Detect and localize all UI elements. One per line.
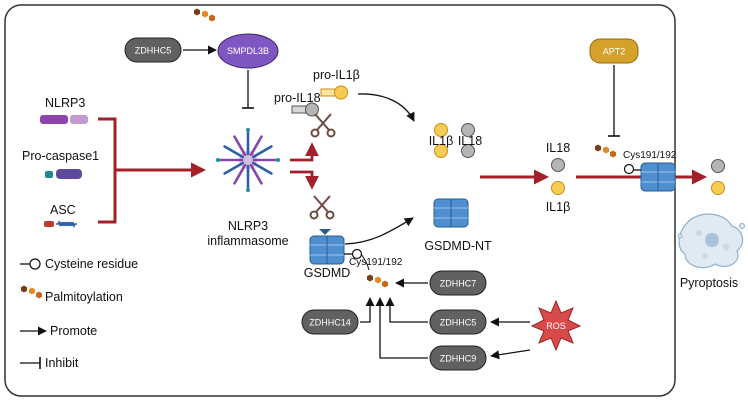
svg-text:Cysteine residue: Cysteine residue — [45, 257, 138, 271]
procaspase1-protein-icon — [45, 169, 82, 179]
il18-mid-ball — [551, 158, 565, 172]
legend: Cysteine residue Palmitoylation Promote … — [20, 257, 138, 370]
il1b-mid-label: IL1β — [546, 200, 571, 214]
palmitoylation-icon-right — [595, 144, 616, 158]
gsdmd-pore-membrane-icon — [640, 162, 676, 192]
inflammasome-label-2: inflammasome — [207, 234, 288, 248]
ros-burst: ROS — [530, 299, 582, 352]
released-il1b-ball — [711, 181, 725, 195]
svg-text:ROS: ROS — [546, 321, 566, 331]
svg-text:ZDHHC9: ZDHHC9 — [440, 354, 477, 364]
released-il18-ball — [711, 159, 725, 173]
svg-text:ZDHHC5: ZDHHC5 — [440, 318, 477, 328]
asc-label: ASC — [50, 203, 76, 217]
to-mature-cytokines-arrow — [357, 93, 415, 122]
gsdmd-nt-wedge — [319, 229, 331, 235]
zdhhc5-top-pill: ZDHHC5 — [124, 37, 182, 63]
zdhhc9-arrow — [375, 297, 428, 359]
il18-mid-label: IL18 — [546, 141, 570, 155]
svg-text:ZDHHC5: ZDHHC5 — [135, 46, 172, 56]
gsdmd-membrane-icon — [309, 235, 345, 265]
gsdmd-nt-membrane-icon — [433, 198, 469, 228]
zdhhc9-pill: ZDHHC9 — [429, 345, 487, 371]
palmitoylation-icon-bottom — [367, 274, 388, 288]
svg-text:Palmitoylation: Palmitoylation — [45, 290, 123, 304]
svg-text:SMPDL3B: SMPDL3B — [227, 46, 269, 56]
nlrp3-label: NLRP3 — [45, 96, 85, 110]
palmitoylation-icon — [194, 8, 215, 22]
inflammasome-icon — [216, 128, 280, 192]
inflammasome-label-1: NLRP3 — [228, 219, 268, 233]
svg-text:Inhibit: Inhibit — [45, 356, 79, 370]
smpdl3b-oval: SMPDL3B — [217, 33, 279, 69]
input-bracket — [98, 117, 117, 224]
pro-il1b-label: pro-IL1β — [313, 68, 360, 82]
to-gsdmd-nt-arrow — [344, 217, 414, 245]
svg-text:APT2: APT2 — [603, 47, 626, 57]
pro-il18-icon — [291, 102, 319, 117]
legend-inhibit-item: Inhibit — [20, 356, 79, 370]
nlrp3-protein-icon — [40, 115, 88, 124]
zdhhc14-pill: ZDHHC14 — [301, 309, 359, 335]
mature-cytokine-balls — [434, 123, 475, 158]
ros-to-zdhhc9-arrow — [490, 349, 531, 360]
zdhhc5-pill: ZDHHC5 — [429, 309, 487, 335]
cys-label-right: Cys191/192 — [623, 150, 677, 161]
svg-text:Promote: Promote — [50, 324, 97, 338]
zdhhc14-arrow — [360, 297, 375, 323]
inflammasome-up-arrow — [290, 142, 319, 162]
pyroptotic-cell-icon — [677, 213, 745, 269]
svg-text:ZDHHC14: ZDHHC14 — [309, 318, 351, 328]
il1b-mid-ball — [551, 181, 565, 195]
inflammasome-down-arrow — [290, 170, 319, 190]
palm-link-bottom — [360, 253, 370, 271]
legend-cysteine-item: Cysteine residue — [20, 257, 138, 271]
zdhhc7-pill: ZDHHC7 — [429, 270, 487, 296]
procaspase1-label: Pro-caspase1 — [22, 149, 99, 163]
scissors-icon-top — [310, 113, 336, 138]
il18-label: IL18 — [458, 134, 482, 148]
gsdmd-label: GSDMD — [304, 266, 351, 280]
asc-protein-icon — [44, 219, 77, 229]
scissors-icon-bottom — [309, 195, 335, 220]
zdhhc5-arrow — [385, 297, 428, 323]
pro-il18-label: pro-IL18 — [274, 91, 321, 105]
legend-promote-item: Promote — [20, 324, 97, 338]
legend-palmitoylation-item: Palmitoylation — [21, 285, 123, 304]
cell-frame — [4, 4, 676, 397]
pro-il1b-icon — [320, 85, 348, 100]
gsdmd-nt-label: GSDMD-NT — [424, 239, 492, 253]
cys-label-bottom: Cys191/192 — [349, 257, 403, 268]
il1b-label: IL1β — [429, 134, 454, 148]
svg-text:ZDHHC7: ZDHHC7 — [440, 279, 477, 289]
cysteine-circle-right — [623, 163, 635, 175]
apt2-pill: APT2 — [589, 38, 639, 64]
pyroptosis-label: Pyroptosis — [680, 276, 738, 290]
